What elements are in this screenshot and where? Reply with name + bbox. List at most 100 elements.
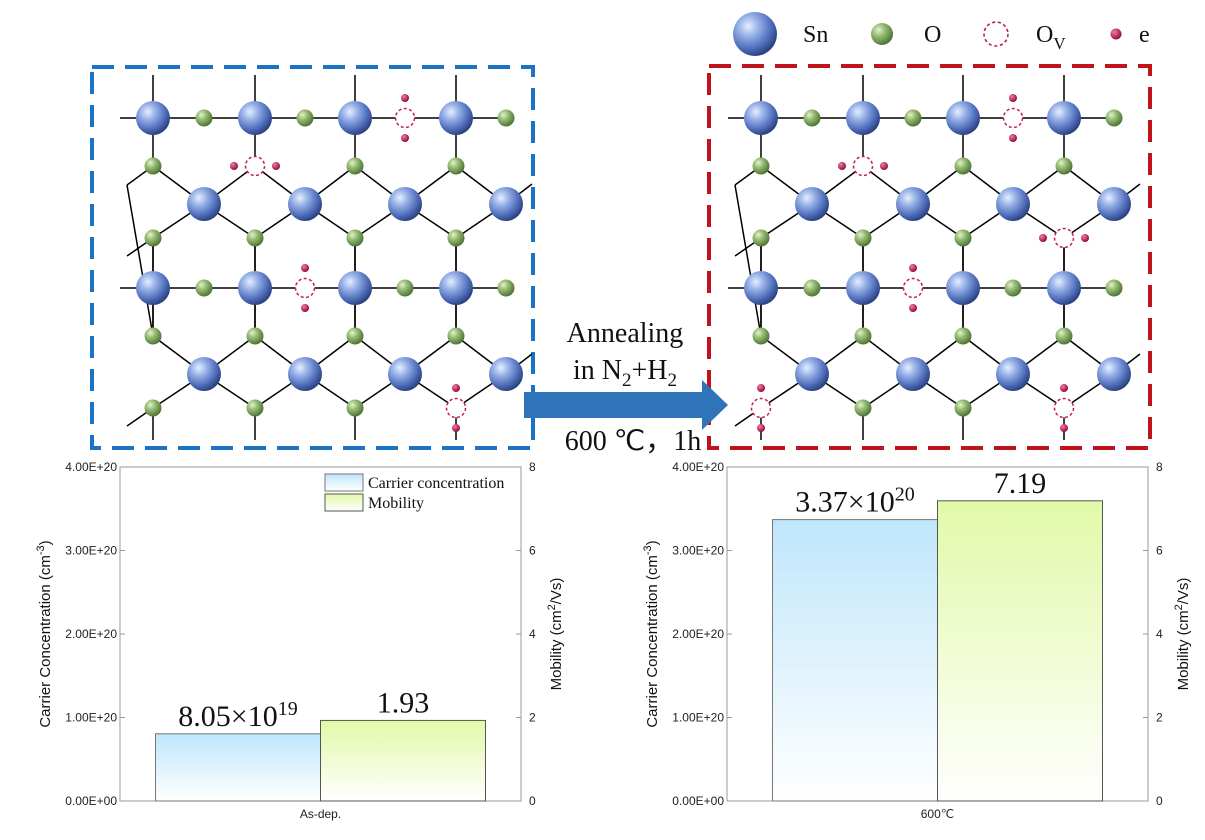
as-dep-lattice-frame [90,65,535,450]
electron [230,162,238,170]
left-tick-label: 2.00E+20 [672,627,724,641]
sn-atom [439,271,473,305]
o-atom [1105,109,1123,127]
electron [1060,384,1068,392]
o-atom [803,109,821,127]
right-tick-label: 0 [1156,794,1163,808]
o-atom [1105,279,1123,297]
electron [757,424,765,432]
o-atom [346,229,364,247]
o-atom [447,157,465,175]
o-atom [144,327,162,345]
o-atom [854,399,872,417]
electron [757,384,765,392]
right-tick-label: 8 [529,460,536,474]
mobility-legend-label: Mobility [368,495,424,512]
category-label: 600℃ [921,807,955,821]
electron [1081,234,1089,242]
sn-atom [846,101,880,135]
sn-legend-label: Sn [803,22,828,48]
sn-atom [288,187,322,221]
mobility-value-label: 1.93 [377,686,430,719]
o-atom [1004,279,1022,297]
o-atom [246,399,264,417]
electron [909,264,917,272]
lattice-bonds [728,75,1141,440]
sn-atom [896,187,930,221]
o-atom [396,279,414,297]
as-dep-lattice [120,75,533,440]
annealed-lattice-frame [707,64,1152,450]
sn-atom [439,101,473,135]
right-tick-label: 4 [1156,627,1163,641]
carrier-legend-label: Carrier concentration [368,475,504,492]
carrier-legend-swatch [324,473,364,492]
oxygen-vacancy [1053,227,1075,249]
sn-atom [136,101,170,135]
sn-atom [996,357,1030,391]
sn-atom [338,101,372,135]
as-dep-chart: 0.00E+001.00E+202.00E+203.00E+204.00E+20… [35,460,565,821]
o-atom [954,157,972,175]
sn-atom [388,187,422,221]
left-tick-label: 0.00E+00 [672,794,724,808]
oxygen-vacancy [750,397,772,419]
electron [1039,234,1047,242]
mobility-bar [320,719,486,802]
electron-legend-label: e [1139,22,1150,48]
right-tick-label: 8 [1156,460,1163,474]
right-tick-label: 6 [529,544,536,558]
sn-atom [388,357,422,391]
electron [401,94,409,102]
electron-legend-icon [1110,28,1122,40]
sn-legend-icon [733,12,777,56]
left-tick-label: 0.00E+00 [65,794,117,808]
right-axis-title: Mobility (cm2/Vs) [546,578,565,691]
o-atom [296,109,314,127]
carrier-concentration-bar [155,733,321,802]
process-arrow [524,380,728,430]
oxygen-vacancy [244,155,266,177]
oxygen-vacancies [230,94,467,432]
o-legend-icon [871,23,893,45]
o-atom [854,229,872,247]
sn-atom [846,271,880,305]
sn-atom [238,101,272,135]
sn-atom [896,357,930,391]
oxygen-vacancy [445,397,467,419]
sn-atom [187,357,221,391]
oxygen-vacancy [852,155,874,177]
o-atom [447,327,465,345]
o-atom [803,279,821,297]
electron [880,162,888,170]
sn-atom [338,271,372,305]
sn-atom [996,187,1030,221]
sn-atom [744,271,778,305]
vacancy-legend-label: OV [1036,22,1066,53]
carrier-concentration-bar [772,519,938,802]
oxygen-vacancy [294,277,316,299]
o-atom [447,229,465,247]
sn-atom [795,187,829,221]
annealed-lattice [728,75,1141,440]
o-atom [1055,327,1073,345]
o-atom [854,327,872,345]
o-atom [954,229,972,247]
annealed-chart: 0.00E+001.00E+202.00E+203.00E+204.00E+20… [642,460,1192,821]
mobility-value-label: 7.19 [994,467,1047,500]
o-atom [246,229,264,247]
sn-atom [489,187,523,221]
o-atom [497,109,515,127]
sn-atom [744,101,778,135]
left-tick-label: 2.00E+20 [65,627,117,641]
sn-atom [1097,187,1131,221]
left-tick-label: 4.00E+20 [672,460,724,474]
o-atom [346,157,364,175]
carrier-value-label: 3.37×1020 [795,484,914,519]
category-label: As-dep. [300,807,341,821]
electron [272,162,280,170]
o-atom [752,327,770,345]
o-atom [904,109,922,127]
o-atom [954,327,972,345]
